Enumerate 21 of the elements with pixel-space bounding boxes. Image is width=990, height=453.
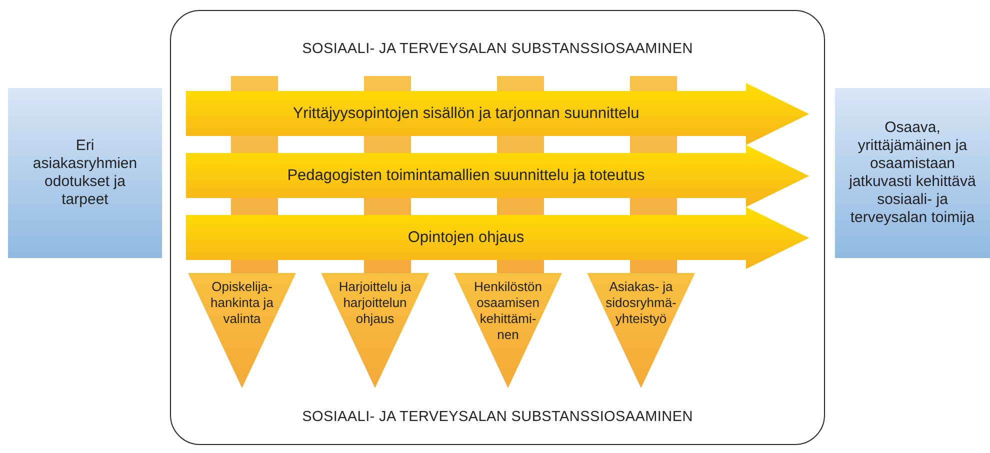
arrow-label: Pedagogisten toimintamallien suunnittelu ja toteutus bbox=[286, 166, 646, 186]
arrow-shape bbox=[186, 145, 809, 207]
arrow-shape bbox=[186, 207, 809, 269]
arrow-label: Yrittäjyysopintojen sisällön ja tarjonnan suunnittelu bbox=[292, 104, 640, 124]
gradient-box bbox=[8, 88, 162, 258]
box-text: Osaava, yrittäjämäinen ja osaamistaan jatkuvasti kehittävä sosiaali- ja terveysalan toimija bbox=[848, 119, 977, 227]
triangle-label: Opiskelija- hankinta ja valinta bbox=[210, 279, 274, 327]
arrow-label: Opintojen ohjaus bbox=[406, 228, 526, 248]
heading-text: SOSIAALI- JA TERVEYSALAN SUBSTANSSIOSAAMINEN bbox=[301, 41, 694, 57]
triangle-shape bbox=[321, 273, 429, 388]
triangle-label: Henkilöstön osaamisen kehittämi- nen bbox=[473, 279, 543, 343]
triangle-shape bbox=[188, 273, 296, 388]
heading-text: SOSIAALI- JA TERVEYSALAN SUBSTANSSIOSAAMINEN bbox=[301, 409, 694, 425]
triangle-label: Asiakas- ja sidosryhmä- yhteistyö bbox=[604, 279, 678, 327]
box-text: Eri asiakasryhmien odotukset ja tarpeet bbox=[32, 137, 138, 209]
triangle-shape bbox=[454, 273, 562, 388]
triangle-label: Harjoittelu ja harjoittelun ohjaus bbox=[338, 279, 412, 327]
arrow-shape bbox=[186, 83, 809, 145]
rounded-frame bbox=[170, 10, 825, 445]
gradient-box bbox=[835, 88, 990, 258]
triangle-shape bbox=[587, 273, 695, 388]
